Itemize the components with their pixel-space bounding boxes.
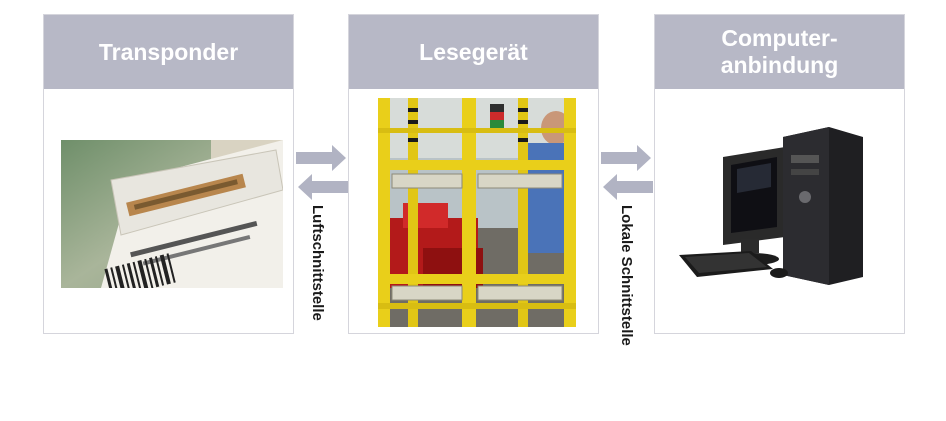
- transponder-header: Transponder: [44, 15, 293, 89]
- right-arrow-icon: [296, 145, 346, 171]
- lesegeraet-panel: Lesegerät: [348, 14, 599, 334]
- reader-gate-image: [378, 98, 576, 327]
- computeranbindung-panel: Computer- anbindung: [654, 14, 905, 334]
- left-arrow-icon: [298, 174, 348, 200]
- luftschnittstelle-label: Luftschnittstelle: [309, 205, 326, 321]
- rfid-label-image: [61, 140, 283, 288]
- left-arrow-icon: [603, 174, 653, 200]
- lesegeraet-header: Lesegerät: [349, 15, 598, 89]
- transponder-panel: Transponder: [43, 14, 294, 334]
- right-arrow-icon: [601, 145, 651, 171]
- desktop-computer-image: [679, 127, 863, 285]
- computeranbindung-header: Computer- anbindung: [655, 15, 904, 89]
- lokale-schnittstelle-label: Lokale Schnittstelle: [618, 205, 635, 346]
